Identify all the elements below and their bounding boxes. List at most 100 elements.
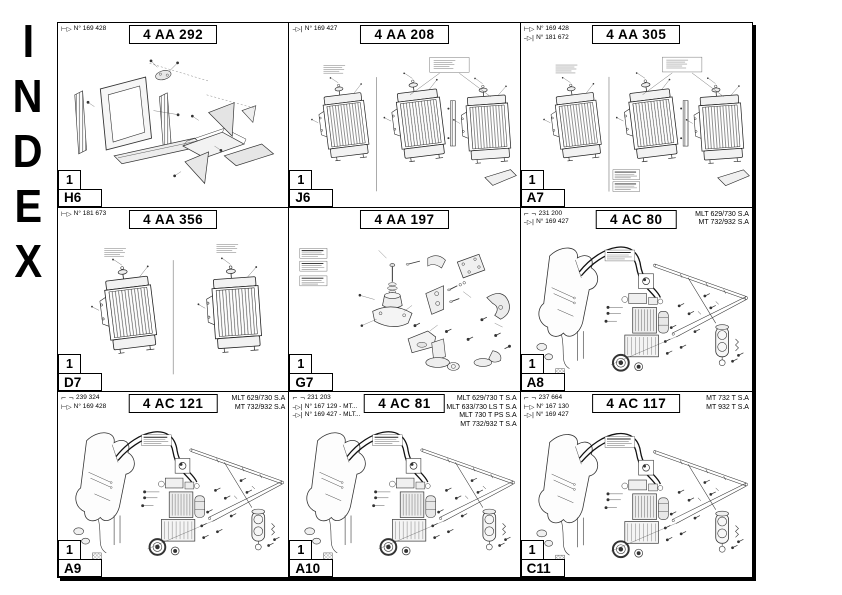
index-letter: N bbox=[13, 70, 43, 122]
grid-ref: J6 bbox=[289, 188, 334, 207]
engine-mounts-diagram bbox=[290, 232, 518, 391]
serial-ref-text: N° 181 672 bbox=[536, 33, 569, 41]
from-serial-icon: ⊢▷ bbox=[523, 25, 535, 33]
from-serial-icon: ⊢▷ bbox=[523, 402, 535, 411]
up-to-serial-icon: –▷| bbox=[292, 402, 303, 411]
section-code-box: 4 AA 356 bbox=[129, 209, 218, 229]
model-name: MLT 629/730 T S.A bbox=[456, 395, 517, 403]
serial-refs: ⊢▷N° 169 428 –▷|N° 181 672 bbox=[524, 25, 569, 42]
section-code: 4 AC 80 bbox=[610, 211, 663, 227]
serial-ref-text: N° 169 427 bbox=[536, 411, 569, 419]
serial-ref-text: N° 181 673 bbox=[73, 209, 107, 217]
hydraulic-diagram bbox=[522, 416, 751, 576]
sheet-number: 1 bbox=[520, 354, 544, 375]
serial-ref-text: N° 169 428 bbox=[536, 25, 569, 32]
index-letter: X bbox=[14, 235, 42, 287]
section-code: 4 AA 356 bbox=[143, 211, 204, 227]
section-code: 4 AC 117 bbox=[606, 396, 667, 412]
serial-ref-text: N° 167 130 bbox=[536, 402, 569, 410]
section-code-box: 4 AA 305 bbox=[592, 25, 681, 44]
grid-ref: A8 bbox=[520, 373, 565, 392]
section-code-box: 4 AA 197 bbox=[360, 209, 449, 229]
sheet-number: 1 bbox=[520, 169, 544, 190]
grid-ref: G7 bbox=[289, 373, 334, 392]
folio-ref-text: 237 664 bbox=[538, 394, 563, 402]
model-name: MLT 730 T PS S.A bbox=[459, 412, 517, 420]
folio-icon: ⌐ ¬ bbox=[523, 394, 537, 403]
model-name: MT 732/932 S.A bbox=[234, 403, 286, 411]
model-name: MLT 629/730 S.A bbox=[695, 210, 749, 218]
model-list: MLT 629/730 S.A MT 732/932 S.A bbox=[231, 395, 285, 412]
folio-ref-text: 231 200 bbox=[538, 209, 563, 217]
serial-refs: ⌐ ¬237 664 ⊢▷N° 167 130 –▷|N° 169 427 bbox=[524, 394, 569, 420]
model-name: MT 932 T S.A bbox=[706, 403, 749, 411]
sheet-number: 1 bbox=[520, 540, 544, 560]
section-code-box: 4 AC 121 bbox=[128, 394, 218, 414]
radiator-diagram bbox=[59, 232, 287, 391]
index-letter: E bbox=[14, 180, 42, 232]
model-list: MT 732 T S.A MT 932 T S.A bbox=[706, 395, 749, 412]
index-vertical-label: I N D E X bbox=[0, 14, 56, 289]
up-to-serial-icon: –▷| bbox=[523, 33, 535, 42]
serial-ref-text: N° 169 428 bbox=[73, 402, 107, 410]
model-name: MLT 629/730 S.A bbox=[231, 395, 286, 403]
index-panel-a7[interactable]: ⊢▷N° 169 428 –▷|N° 181 672 4 AA 305 1 A7 bbox=[520, 23, 752, 208]
section-code-box: 4 AC 80 bbox=[596, 209, 677, 229]
grid-ref: C11 bbox=[520, 559, 565, 577]
serial-ref-text: N° 169 427 - MLT... bbox=[304, 411, 361, 419]
sheet-number: 1 bbox=[58, 354, 81, 375]
up-to-serial-icon: –▷| bbox=[523, 218, 535, 227]
section-code: 4 AC 121 bbox=[142, 396, 204, 412]
folio-ref-text: 239 324 bbox=[75, 394, 100, 402]
serial-ref-text: N° 169 427 bbox=[304, 25, 338, 32]
index-letter: I bbox=[22, 15, 34, 67]
folio-ref-text: 231 203 bbox=[307, 394, 331, 402]
serial-refs: ⌐ ¬239 324 ⊢▷N° 169 428 bbox=[61, 394, 106, 411]
section-code: 4 AA 305 bbox=[606, 27, 667, 42]
model-name: MLT 633/730 LS T S.A bbox=[446, 403, 517, 411]
grid-ref: A10 bbox=[289, 559, 334, 577]
folio-icon: ⌐ ¬ bbox=[61, 394, 74, 403]
from-serial-icon: ⊢▷ bbox=[61, 209, 72, 218]
section-code-box: 4 AC 81 bbox=[364, 394, 445, 414]
serial-refs: ⌐ ¬231 200 –▷|N° 169 427 bbox=[524, 210, 569, 227]
exploded-panels-diagram bbox=[74, 59, 275, 184]
sheet-number: 1 bbox=[58, 540, 81, 560]
model-name: MT 732/932 S.A bbox=[698, 219, 749, 227]
index-panel-j6[interactable]: –▷|N° 169 427 4 AA 208 1 J6 bbox=[289, 23, 521, 208]
serial-ref-text: N° 169 427 bbox=[536, 218, 569, 226]
section-code: 4 AA 292 bbox=[143, 27, 204, 42]
model-name: MT 732/932 T S.A bbox=[460, 420, 517, 428]
serial-refs: ⊢▷N° 169 428 bbox=[61, 25, 106, 34]
index-panel-a10[interactable]: ⌐ ¬231 203 –▷|N° 167 129 - MT... –▷|N° 1… bbox=[289, 392, 521, 577]
radiator-diagram bbox=[290, 47, 518, 206]
index-grid: ⊢▷N° 169 428 4 AA 292 1 H6 –▷|N° 169 427… bbox=[57, 22, 753, 578]
grid-ref: A7 bbox=[520, 188, 565, 207]
from-serial-icon: ⊢▷ bbox=[61, 25, 72, 33]
sheet-number: 1 bbox=[289, 540, 313, 560]
hydraulic-diagram bbox=[59, 416, 287, 576]
index-panel-h6[interactable]: ⊢▷N° 169 428 4 AA 292 1 H6 bbox=[58, 23, 290, 208]
section-code: 4 AA 197 bbox=[374, 211, 435, 227]
up-to-serial-icon: –▷| bbox=[292, 411, 303, 420]
hydraulic-diagram bbox=[522, 232, 751, 391]
serial-ref-text: N° 169 428 bbox=[73, 25, 107, 32]
section-code-box: 4 AC 117 bbox=[592, 394, 681, 414]
serial-refs: –▷|N° 169 427 bbox=[292, 25, 337, 34]
folio-icon: ⌐ ¬ bbox=[292, 394, 306, 403]
from-serial-icon: ⊢▷ bbox=[61, 402, 72, 411]
section-code-box: 4 AA 208 bbox=[360, 25, 449, 44]
index-panel-g7[interactable]: 4 AA 197 1 G7 bbox=[289, 207, 521, 393]
radiator-diagram bbox=[522, 47, 751, 206]
index-panel-a9[interactable]: ⌐ ¬239 324 ⊢▷N° 169 428 4 AC 121 MLT 629… bbox=[58, 392, 290, 577]
section-code: 4 AC 81 bbox=[378, 396, 431, 412]
up-to-serial-icon: –▷| bbox=[292, 25, 303, 33]
grid-ref: D7 bbox=[58, 373, 102, 392]
sheet-number: 1 bbox=[58, 169, 81, 190]
serial-refs: ⌐ ¬231 203 –▷|N° 167 129 - MT... –▷|N° 1… bbox=[292, 394, 360, 420]
folio-icon: ⌐ ¬ bbox=[523, 209, 537, 218]
index-panel-d7[interactable]: ⊢▷N° 181 673 4 AA 356 1 D7 bbox=[58, 207, 290, 393]
index-panel-c11[interactable]: ⌐ ¬237 664 ⊢▷N° 167 130 –▷|N° 169 427 4 … bbox=[520, 392, 752, 577]
index-panel-a8[interactable]: ⌐ ¬231 200 –▷|N° 169 427 4 AC 80 MLT 629… bbox=[520, 207, 752, 393]
